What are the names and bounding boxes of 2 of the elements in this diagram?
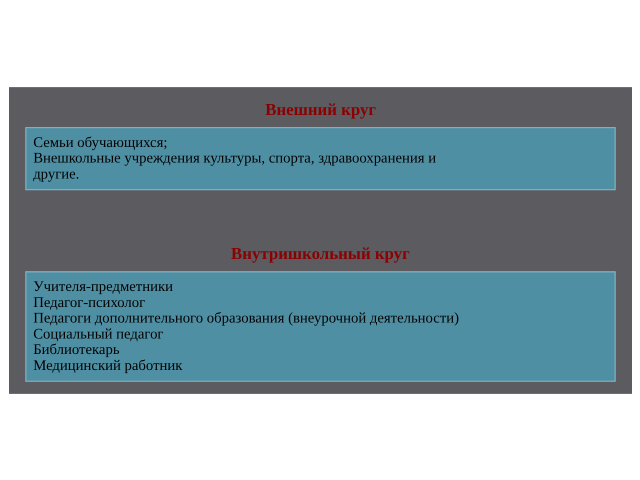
node-label: Внешний круг	[264, 99, 376, 118]
node-label: Внутришкольный круг	[230, 243, 410, 262]
